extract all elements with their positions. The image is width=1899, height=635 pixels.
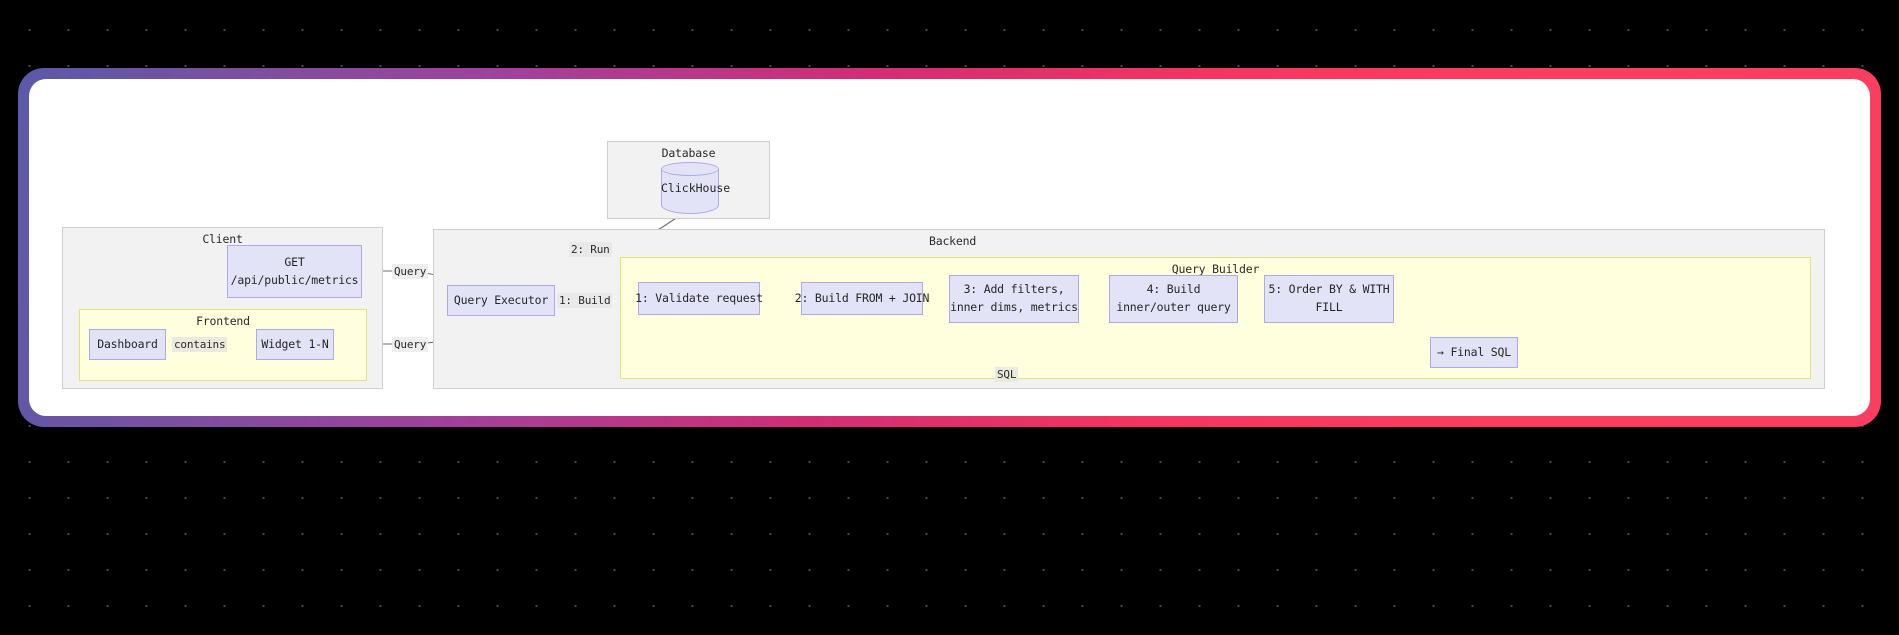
node-clickhouse[interactable]: ClickHouse [661, 162, 731, 214]
node-step-4[interactable]: 4: Build inner/outer query [1109, 275, 1238, 323]
cylinder-body [661, 169, 719, 214]
cluster-frontend-title: Frontend [196, 314, 250, 328]
node-step-5-line2: FILL [1315, 300, 1343, 314]
node-dashboard[interactable]: Dashboard [89, 329, 166, 360]
diagram-canvas: Database ClickHouse Client GET /api/publ… [29, 79, 1870, 416]
node-query-executor-label: Query Executor [453, 292, 549, 307]
node-step-1[interactable]: 1: Validate request [635, 282, 763, 315]
node-final-sql[interactable]: → Final SQL [1430, 337, 1518, 368]
cylinder-top [661, 162, 719, 176]
node-step-2-label: 2: Build FROM + JOIN [794, 290, 930, 305]
node-step-5-line1: 5: Order BY & WITH [1268, 282, 1390, 297]
node-step-4-line1: 4: Build [1146, 282, 1201, 297]
node-query-executor[interactable]: Query Executor [447, 285, 555, 316]
cluster-backend-title: Backend [929, 234, 977, 248]
node-step-4-line2: inner/outer query [1116, 300, 1231, 314]
node-step-3-line2: inner dims, metrics [950, 300, 1078, 314]
node-step-5[interactable]: 5: Order BY & WITH FILL [1264, 275, 1394, 323]
gradient-frame: Database ClickHouse Client GET /api/publ… [18, 68, 1881, 427]
node-widget[interactable]: Widget 1-N [256, 329, 334, 360]
edge-label-query-top: Query [392, 264, 429, 279]
edge-label-run: 2: Run [569, 242, 612, 257]
edge-label-build: 1: Build [557, 293, 613, 308]
cluster-client-title: Client [202, 232, 243, 246]
node-get-endpoint[interactable]: GET /api/public/metrics [227, 245, 362, 298]
node-clickhouse-label: ClickHouse [661, 181, 731, 195]
node-step-3-line1: 3: Add filters, [963, 282, 1065, 297]
node-step-2[interactable]: 2: Build FROM + JOIN [795, 282, 929, 315]
node-step-3[interactable]: 3: Add filters, inner dims, metrics [949, 275, 1079, 323]
cluster-query-builder-title: Query Builder [1171, 262, 1260, 276]
edge-label-query-bottom: Query [392, 337, 429, 352]
node-get-endpoint-line1: GET [284, 254, 305, 269]
node-final-sql-label: → Final SQL [1437, 344, 1511, 359]
cluster-database-title: Database [661, 146, 716, 160]
edge-label-sql: SQL [995, 367, 1019, 382]
node-get-endpoint-line2: /api/public/metrics [230, 272, 359, 287]
edge-label-contains: contains [172, 337, 228, 352]
node-dashboard-label: Dashboard [97, 336, 158, 351]
node-step-1-label: 1: Validate request [635, 290, 763, 305]
node-widget-label: Widget 1-N [261, 336, 329, 351]
